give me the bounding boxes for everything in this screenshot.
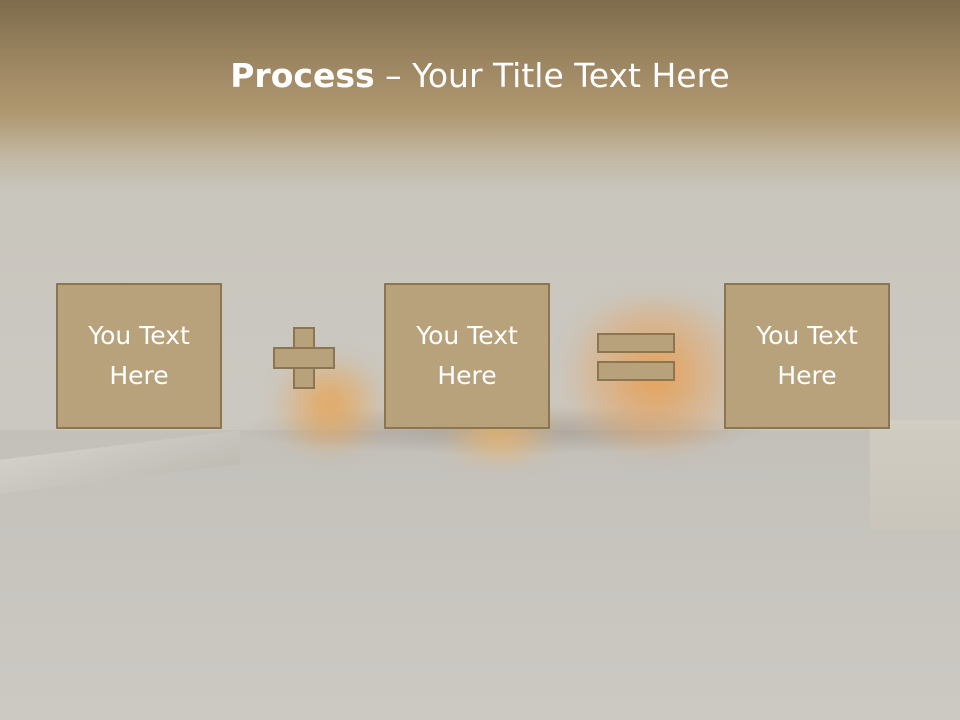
plus-icon [273,327,335,389]
process-box-2-text: You Text Here [416,321,518,390]
process-box-1[interactable]: You Text Here [56,283,222,429]
equals-icon-top-bar [597,333,675,353]
title-rest: – Your Title Text Here [374,56,730,95]
slide-title[interactable]: Process – Your Title Text Here [0,52,960,100]
process-box-3-text: You Text Here [756,321,858,390]
title-bold: Process [230,56,375,95]
equals-icon-bottom-bar [597,361,675,381]
header-band [0,0,960,190]
process-box-1-text: You Text Here [88,321,190,390]
process-box-3[interactable]: You Text Here [724,283,890,429]
process-box-2[interactable]: You Text Here [384,283,550,429]
